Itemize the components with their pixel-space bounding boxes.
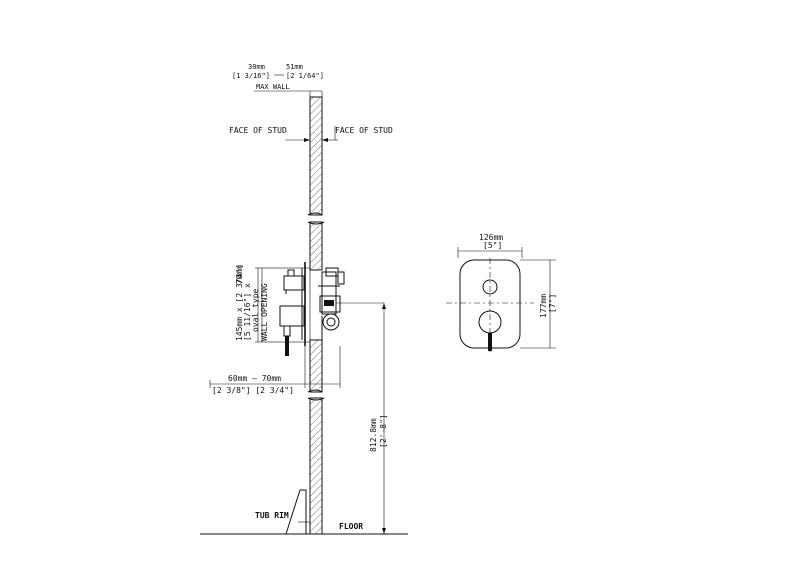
- plate-height-mm-label: 177mm: [539, 294, 548, 318]
- depth-in-label: [2 3/8"] [2 3/4"]: [212, 386, 294, 395]
- valve-side-port: [337, 271, 345, 285]
- plate-height-in-label: [7"]: [548, 294, 557, 313]
- lever: [285, 336, 289, 356]
- tub-and-floor: TUB RIM FLOOR: [200, 489, 408, 535]
- depth-mm-label: 60mm — 70mm: [228, 374, 281, 383]
- max-wall-dimension: 30mm 51mm [1 3/16"] [2 1/64"] MAX WALL: [232, 63, 324, 97]
- wall-middle-bottom: [309, 339, 323, 393]
- diverter-handle: [283, 275, 305, 291]
- plate-width-mm-label: 126mm: [479, 233, 503, 242]
- wall-middle-top: [309, 221, 323, 271]
- handle-stem: [283, 325, 291, 337]
- diverter-cap: [287, 269, 295, 277]
- wall-lower: [309, 397, 323, 535]
- front-view-plate: 126mm [5"] 177mm [7"]: [446, 233, 557, 352]
- wall-opening: [261, 267, 311, 343]
- valve-marker: [324, 300, 334, 306]
- wall-30-in-label: [1 3/16"]: [232, 72, 270, 80]
- opening-line2: [5 11/16"] x: [243, 283, 252, 341]
- diverter-knob-front: [482, 279, 498, 295]
- main-handle: [279, 305, 305, 327]
- opening-line4: WALL OPENING: [260, 283, 269, 341]
- height-in-label: [2'-8"]: [379, 414, 388, 448]
- face-of-stud-callouts: FACE OF STUD FACE OF STUD: [229, 126, 393, 145]
- wall-51-in-label: [2 1/64"]: [286, 72, 324, 80]
- height-mm-label: 812.8mm: [369, 418, 378, 452]
- floor-label: FLOOR: [339, 522, 363, 531]
- face-of-stud-right-label: FACE OF STUD: [335, 126, 393, 135]
- wall-break-lower: [307, 389, 325, 401]
- wall-upper: [309, 96, 323, 216]
- lever-front: [488, 333, 492, 351]
- tub-rim-shape: [285, 489, 307, 535]
- face-of-stud-left-label: FACE OF STUD: [229, 126, 287, 135]
- wall-30-label: 30mm: [248, 63, 265, 71]
- opening-line1: 145mm x [2 3/4"]: [235, 264, 244, 341]
- depth-dimension: 60mm — 70mm [2 3/8"] [2 3/4"]: [209, 346, 341, 395]
- opening-line3: oval type: [251, 288, 260, 332]
- valve-assembly: [255, 262, 384, 356]
- valve-body: [321, 271, 337, 315]
- wall-51-label: 51mm: [286, 63, 303, 71]
- tub-rim-label: TUB RIM: [255, 511, 289, 520]
- max-wall-label: MAX WALL: [256, 83, 290, 91]
- wall-break-upper: [307, 212, 325, 225]
- wall-section: [307, 96, 325, 535]
- plate-width-in-label: [5"]: [483, 241, 502, 250]
- height-dimension: 812.8mm [2'-8"]: [369, 303, 388, 534]
- opening-70mm-label: 70mm: [235, 265, 244, 284]
- valve-bottom-port: [322, 313, 340, 331]
- wall-opening-labels: 70mm 145mm x [2 3/4"] [5 11/16"] x oval …: [235, 264, 269, 341]
